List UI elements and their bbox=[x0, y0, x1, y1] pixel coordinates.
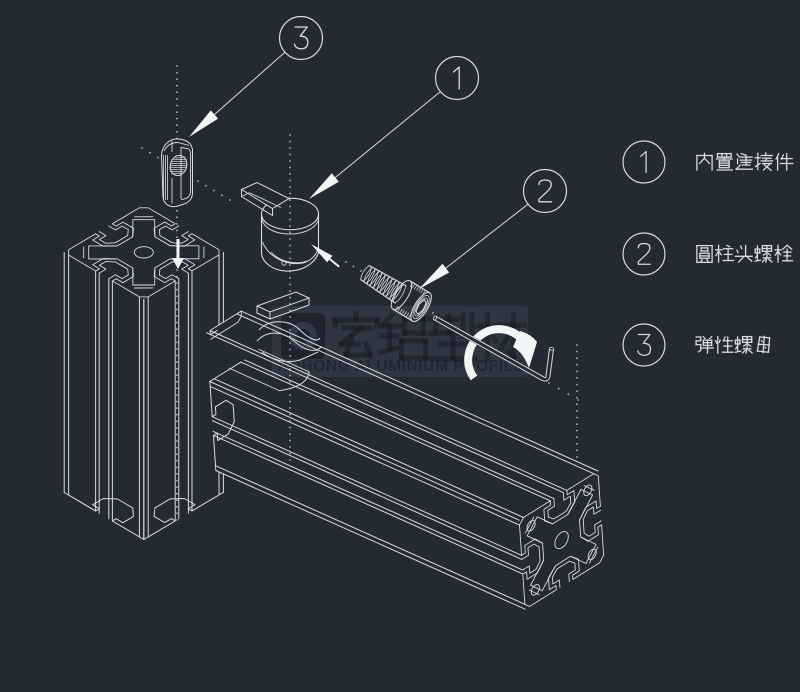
svg-text:AOHONG ALUMINIUM PROFILE: AOHONG ALUMINIUM PROFILE bbox=[277, 358, 526, 375]
